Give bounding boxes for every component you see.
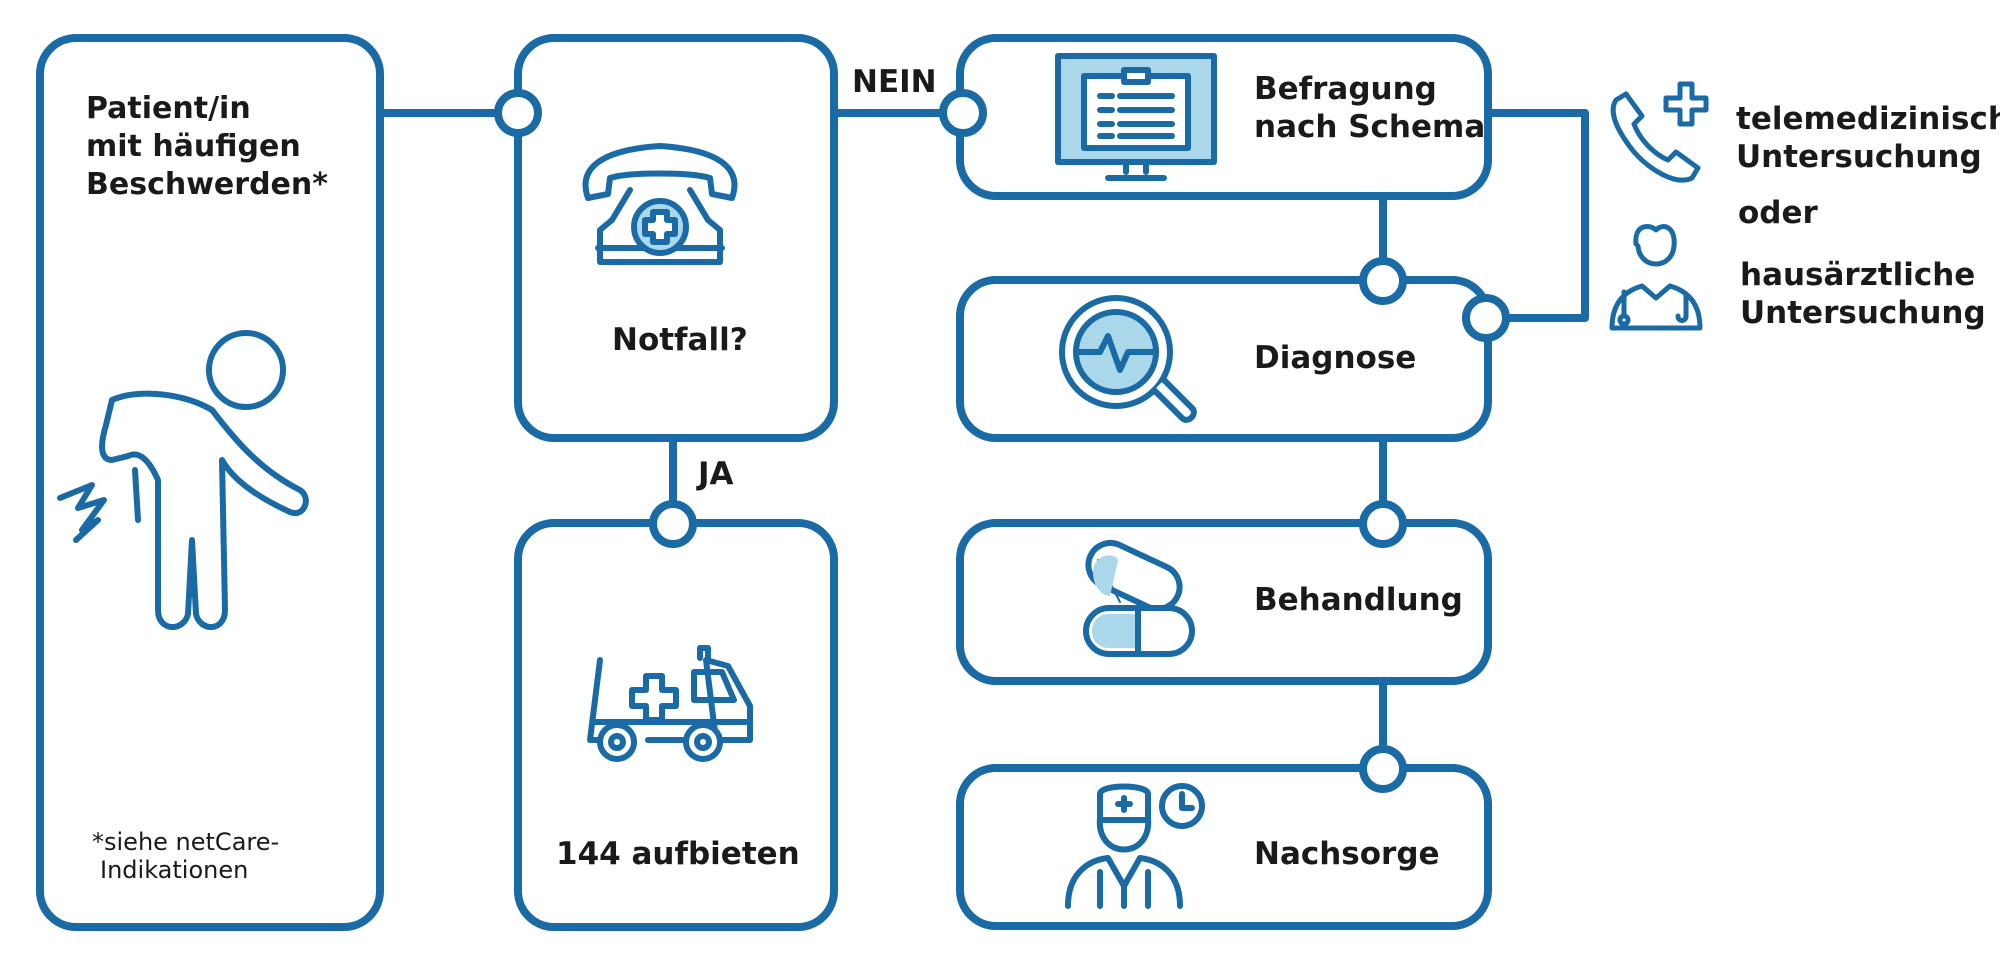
ambulance-label: 144 aufbieten	[556, 836, 800, 872]
patient-footnote-line-2: Indikationen	[100, 856, 249, 884]
interview-label-line-1: Befragung	[1254, 71, 1437, 107]
side-option-connector: oder	[1738, 195, 1818, 231]
monitor-questionnaire-icon	[1055, 53, 1217, 181]
edge-label-yes: JA	[698, 456, 734, 492]
side-option-2-line-1: hausärztliche	[1740, 257, 1976, 293]
node-ambulance-in	[649, 500, 697, 548]
patient-box	[36, 34, 384, 931]
connector-interview-side	[1482, 109, 1589, 322]
magnifier-pulse-icon	[1059, 295, 1197, 423]
emergency-question: Notfall?	[612, 322, 748, 358]
diagnosis-label: Diagnose	[1254, 340, 1417, 376]
node-emergency-in	[494, 89, 542, 137]
node-diagnosis-side	[1462, 294, 1510, 342]
patient-footnote-line-1: *siehe netCare-	[92, 828, 280, 856]
phone-cross-icon	[1610, 81, 1709, 183]
side-option-1-line-2: Untersuchung	[1736, 139, 1982, 175]
edge-label-no: NEIN	[852, 64, 937, 100]
aftercare-label: Nachsorge	[1254, 836, 1440, 872]
side-option-2-line-2: Untersuchung	[1740, 295, 1986, 331]
node-diagnosis-in	[1359, 257, 1407, 305]
pills-icon	[1083, 540, 1195, 657]
interview-label-line-2: nach Schema	[1254, 109, 1486, 145]
treatment-label: Behandlung	[1254, 582, 1463, 618]
patient-back-pain-icon	[57, 330, 309, 630]
side-option-1-line-1: telemedizinische	[1736, 101, 2000, 137]
patient-title-line-2: mit häufigen	[86, 129, 301, 164]
doctor-icon	[1609, 224, 1703, 331]
patient-title-line-3: Beschwerden*	[86, 167, 328, 202]
node-treatment-in	[1359, 500, 1407, 548]
ambulance-icon	[587, 645, 753, 762]
node-aftercare-in	[1359, 745, 1407, 793]
node-interview-in	[939, 89, 987, 137]
aftercare-box	[956, 764, 1492, 930]
patient-title-line-1: Patient/in	[86, 91, 251, 126]
emergency-phone-icon	[582, 143, 738, 265]
nurse-clock-icon	[1065, 783, 1205, 909]
